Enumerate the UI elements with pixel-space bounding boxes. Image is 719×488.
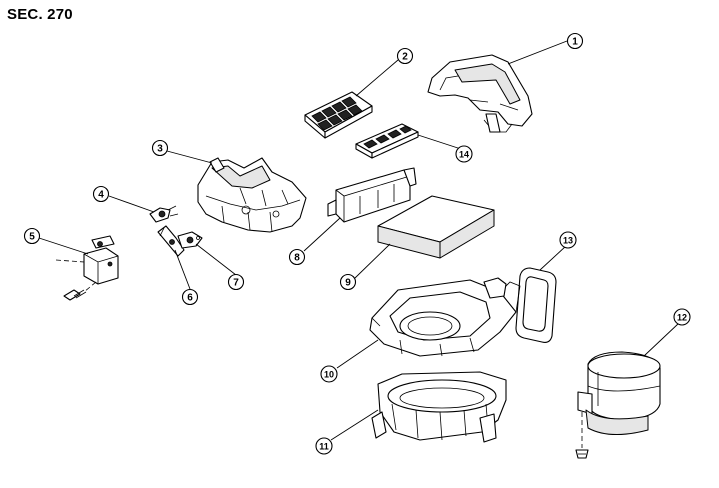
leader-13: [539, 245, 567, 271]
section-label: SEC. 270: [7, 6, 73, 23]
leader-4: [108, 195, 155, 213]
part-small-filter: [355, 123, 419, 159]
leader-11: [330, 409, 379, 441]
leader-10: [336, 339, 379, 369]
callout-badge-3: 3: [151, 139, 169, 157]
callout-label-8: 8: [294, 253, 300, 264]
leader-5: [38, 237, 89, 255]
callout-label-5: 5: [29, 232, 35, 243]
callout-leaders: [38, 40, 680, 441]
callout-label-11: 11: [319, 442, 329, 452]
leader-12: [643, 322, 680, 357]
part-lever-a: [157, 225, 185, 257]
callout-badge-6: 6: [181, 288, 199, 306]
part-blower-motor: [575, 351, 661, 459]
leader-9: [354, 243, 391, 279]
part-link-rod: [149, 205, 179, 223]
callout-badge-10: 10: [320, 365, 338, 383]
callout-badge-11: 11: [315, 437, 333, 455]
part-intake-door: [327, 167, 417, 223]
callout-badge-5: 5: [23, 227, 41, 245]
leader-7: [195, 243, 237, 276]
callout-label-13: 13: [563, 236, 573, 246]
callout-badge-14: 14: [455, 145, 473, 163]
callout-badge-1: 1: [566, 32, 584, 50]
callout-label-3: 3: [157, 144, 163, 155]
part-blower-lower-case: [371, 371, 507, 443]
leader-1: [507, 40, 568, 65]
part-blower-upper-case: [369, 277, 521, 357]
callout-label-2: 2: [402, 52, 408, 63]
leader-6: [174, 249, 191, 290]
part-filter-element: [377, 195, 495, 259]
leader-14: [417, 134, 465, 151]
callout-label-12: 12: [677, 313, 687, 323]
part-gasket: [515, 267, 557, 343]
callout-label-1: 1: [572, 37, 578, 48]
callout-badge-8: 8: [288, 248, 306, 266]
callout-badge-9: 9: [339, 273, 357, 291]
part-filter-frame: [304, 91, 373, 139]
callout-label-9: 9: [345, 278, 351, 289]
callout-label-6: 6: [187, 293, 193, 304]
leader-8: [303, 217, 341, 252]
callout-badge-13: 13: [559, 231, 577, 249]
part-upper-duct-housing: [427, 54, 533, 133]
callout-badge-4: 4: [92, 185, 110, 203]
callout-label-7: 7: [233, 278, 239, 289]
callout-badge-2: 2: [396, 47, 414, 65]
part-intake-housing: [197, 157, 307, 233]
leader-3: [166, 150, 213, 164]
callout-badge-12: 12: [673, 308, 691, 326]
callout-label-10: 10: [324, 370, 334, 380]
callout-label-14: 14: [459, 150, 469, 160]
leader-2: [355, 59, 399, 97]
callout-badge-7: 7: [227, 273, 245, 291]
part-actuator: [55, 235, 119, 301]
callout-label-4: 4: [98, 190, 104, 201]
